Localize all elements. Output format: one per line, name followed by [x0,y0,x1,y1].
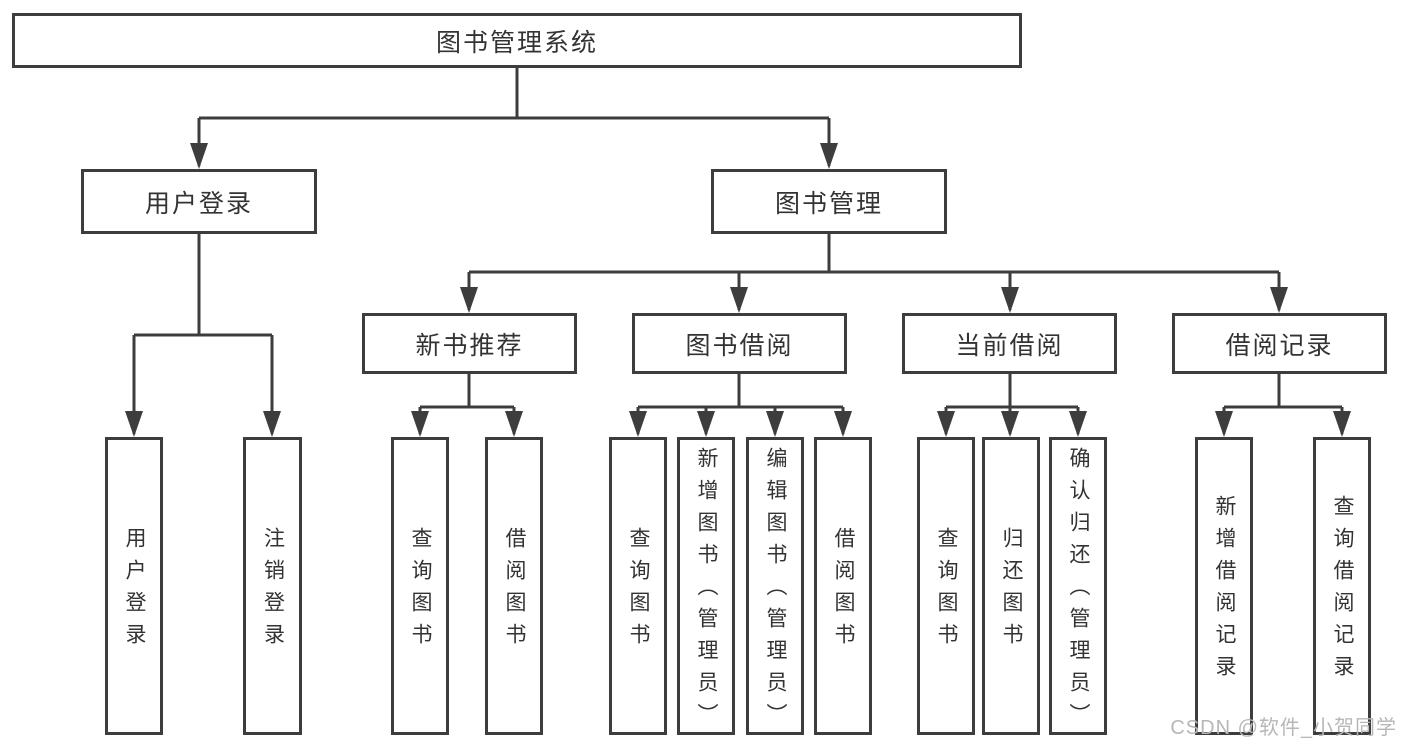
leaf-borrow-books-borrowing: 借阅图书 [814,437,872,735]
leaf-label: 归还图书 [1000,527,1023,655]
arrowhead-icon [937,411,955,437]
node-label: 借阅记录 [1225,331,1334,360]
leaf-borrow-books-recommend: 借阅图书 [485,437,543,735]
arrowhead-icon [629,411,647,437]
leaf-label: 新增借阅记录 [1213,495,1236,687]
arrowhead-icon [460,287,478,313]
node-label: 新书推荐 [415,331,524,360]
connector-path [132,68,1344,434]
arrowhead-icon [834,411,852,437]
node-borrowing-records: 借阅记录 [1172,313,1387,374]
leaf-confirm-return-admin: 确认归还（管理员） [1049,437,1107,735]
leaf-label: 借阅图书 [832,527,855,655]
node-label: 图书管理 [774,189,883,218]
leaf-return-books: 归还图书 [982,437,1040,735]
arrowhead-icon [125,411,143,437]
node-book-management: 图书管理 [711,169,947,234]
leaf-label: 新增图书（管理员） [695,447,718,735]
leaf-label: 查询图书 [627,527,650,655]
leaf-label: 借阅图书 [503,527,526,655]
arrowhead-icon [505,411,523,437]
leaf-query-books-borrowing: 查询图书 [609,437,667,735]
arrowhead-icon [190,143,208,169]
leaf-label: 确认归还（管理员） [1067,447,1090,735]
arrowhead-icon [411,411,429,437]
node-current-borrowing: 当前借阅 [902,313,1117,374]
node-label: 图书管理系统 [435,28,598,57]
leaf-add-book-admin: 新增图书（管理员） [677,437,735,735]
leaf-query-borrow-record: 查询借阅记录 [1313,437,1371,735]
leaf-edit-book-admin: 编辑图书（管理员） [746,437,804,735]
leaf-label: 编辑图书（管理员） [764,447,787,735]
leaf-logout-login: 注销登录 [243,437,302,735]
arrowhead-icon [1215,411,1233,437]
node-label: 图书借阅 [685,331,794,360]
arrowhead-icon [766,411,784,437]
arrowhead-icon [1001,287,1019,313]
node-library-management-system: 图书管理系统 [12,13,1022,68]
arrowhead-icon [1333,411,1351,437]
node-new-book-recommendation: 新书推荐 [362,313,577,374]
watermark: CSDN @软件_小贺同学 [1170,717,1397,739]
arrowhead-icon [263,411,281,437]
arrowhead-icon [1069,411,1087,437]
node-label: 用户登录 [144,189,253,218]
arrowhead-icon [730,287,748,313]
node-book-borrowing: 图书借阅 [632,313,847,374]
node-label: 当前借阅 [955,331,1064,360]
leaf-label: 查询借阅记录 [1331,495,1354,687]
arrowhead-icon [820,143,838,169]
leaf-user-login: 用户登录 [105,437,163,735]
leaf-label: 注销登录 [261,527,285,655]
leaf-add-borrow-record: 新增借阅记录 [1195,437,1253,735]
leaf-query-books-recommend: 查询图书 [391,437,449,735]
leaf-label: 查询图书 [409,527,432,655]
leaf-label: 用户登录 [123,527,146,655]
leaf-label: 查询图书 [935,527,958,655]
leaf-query-books-current: 查询图书 [917,437,975,735]
arrowhead-icon [1270,287,1288,313]
node-user-login: 用户登录 [81,169,317,234]
arrowhead-icon [1001,411,1019,437]
arrowhead-icon [697,411,715,437]
